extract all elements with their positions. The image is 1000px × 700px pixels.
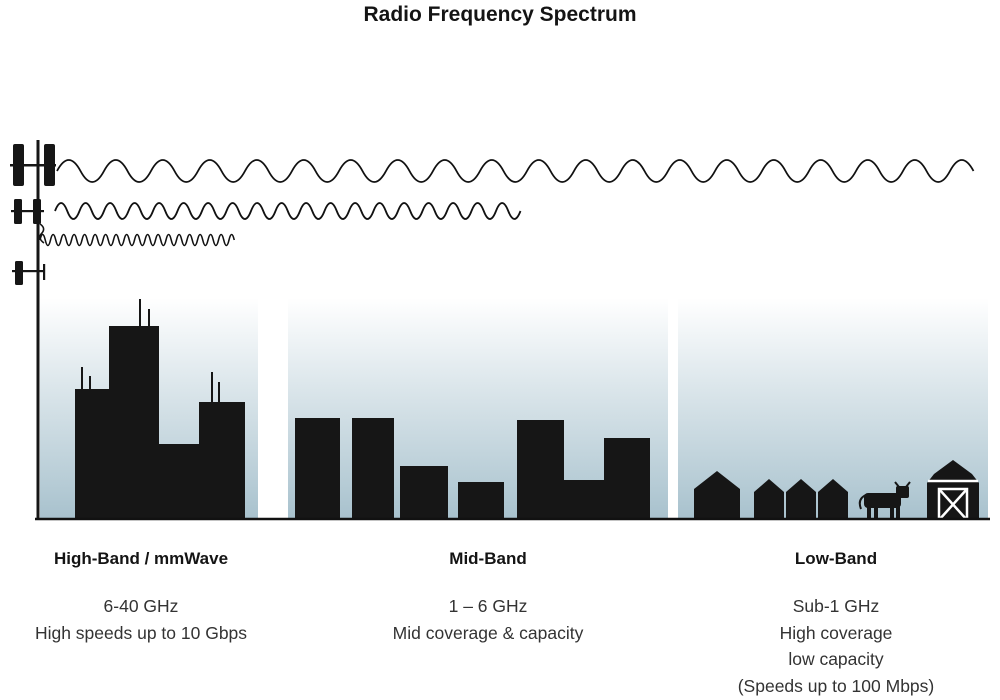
cow-icon bbox=[858, 481, 911, 519]
band-line: low capacity bbox=[788, 649, 884, 669]
band-line: Sub-1 GHz bbox=[792, 596, 880, 616]
low-band-rural-scene bbox=[694, 460, 979, 522]
rooftop-antennas bbox=[81, 299, 220, 403]
band-name-high: High-Band / mmWave bbox=[53, 549, 229, 568]
band-label-high: High-Band / mmWave 6-40 GHz High speeds … bbox=[16, 549, 266, 646]
barn-icon bbox=[927, 460, 979, 522]
house-icon bbox=[754, 479, 784, 520]
band-name-mid: Mid-Band bbox=[449, 549, 527, 568]
band-label-low: Low-Band Sub-1 GHz High coverage low cap… bbox=[686, 549, 986, 699]
cell-tower-icon bbox=[10, 140, 56, 520]
house-icon bbox=[786, 479, 816, 520]
band-line: 6-40 GHz bbox=[103, 596, 179, 616]
band-label-mid: Mid-Band 1 – 6 GHz Mid coverage & capaci… bbox=[338, 549, 638, 646]
band-line: (Speeds up to 100 Mbps) bbox=[737, 675, 935, 696]
house-icon bbox=[694, 471, 740, 520]
band-line: Mid coverage & capacity bbox=[392, 622, 584, 643]
low-frequency-wave bbox=[56, 159, 975, 183]
band-name-low: Low-Band bbox=[794, 549, 878, 568]
diagram-title: Radio Frequency Spectrum bbox=[363, 3, 637, 26]
band-line: High speeds up to 10 Gbps bbox=[34, 622, 248, 643]
high-band-skyline bbox=[75, 299, 245, 520]
band-line: High coverage bbox=[779, 622, 893, 643]
high-frequency-wave bbox=[39, 233, 236, 247]
mid-band-skyline bbox=[295, 418, 650, 520]
mid-frequency-wave bbox=[54, 202, 522, 220]
house-icon bbox=[818, 479, 848, 520]
band-line: 1 – 6 GHz bbox=[448, 596, 528, 616]
